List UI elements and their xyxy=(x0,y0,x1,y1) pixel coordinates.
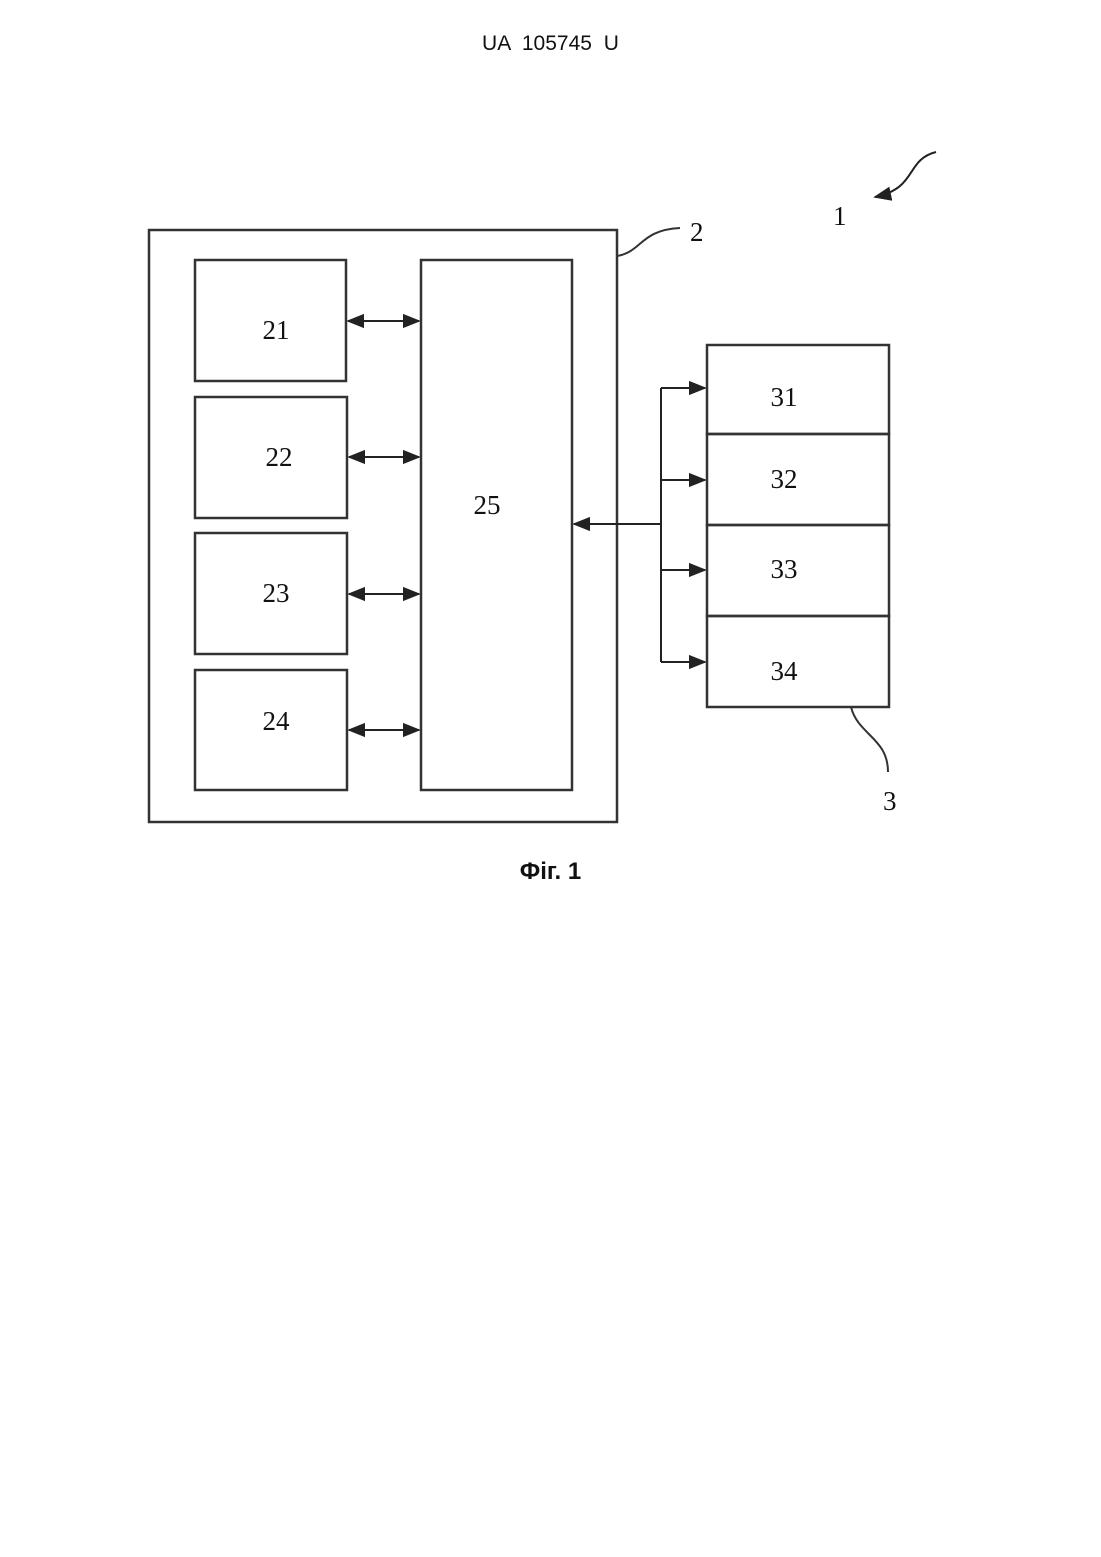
leader-line-2 xyxy=(617,228,680,256)
leader-line-3 xyxy=(851,707,888,772)
figure-caption: Фіг. 1 xyxy=(0,858,1101,886)
block-23-label: 23 xyxy=(263,578,290,608)
block-diagram: 1 2 21 22 23 24 25 31 32 33 34 3 xyxy=(0,0,1101,900)
block-31-label: 31 xyxy=(771,382,798,412)
block-22-label: 22 xyxy=(266,442,293,472)
main-unit-frame xyxy=(149,230,617,822)
block-32-label: 32 xyxy=(771,464,798,494)
block-34 xyxy=(707,616,889,707)
block-33-label: 33 xyxy=(771,554,798,584)
block-25 xyxy=(421,260,572,790)
block-21-label: 21 xyxy=(263,315,290,345)
block-25-label: 25 xyxy=(474,490,501,520)
block-33 xyxy=(707,525,889,616)
ref-label-2: 2 xyxy=(690,217,704,247)
block-34-label: 34 xyxy=(771,656,799,686)
block-32 xyxy=(707,434,889,525)
leader-arrow-1 xyxy=(875,152,936,197)
ref-label-1: 1 xyxy=(833,201,847,231)
block-31 xyxy=(707,345,889,434)
block-24-label: 24 xyxy=(263,706,291,736)
ref-label-3: 3 xyxy=(883,786,897,816)
